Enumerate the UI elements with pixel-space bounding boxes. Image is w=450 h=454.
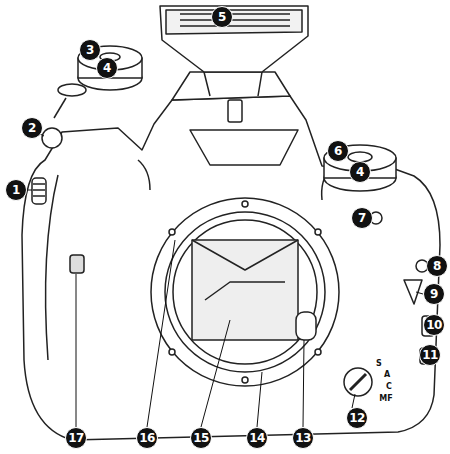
callout-number: 15 bbox=[190, 427, 212, 449]
callout-number: 5 bbox=[211, 6, 233, 28]
callout-number: 2 bbox=[21, 117, 43, 139]
switch-mark: C bbox=[385, 383, 393, 391]
callout-number: 11 bbox=[419, 344, 441, 366]
switch-mark: A bbox=[383, 371, 391, 379]
switch-mark: MF bbox=[378, 395, 393, 403]
callout-number: 17 bbox=[65, 427, 87, 449]
callout-number: 8 bbox=[426, 255, 448, 277]
callout-number: 14 bbox=[246, 427, 268, 449]
callout-number: 16 bbox=[136, 427, 158, 449]
callout-number: 1 bbox=[5, 179, 27, 201]
callout-number: 4 bbox=[96, 57, 118, 79]
callout-number: 6 bbox=[327, 140, 349, 162]
callout-number: 4 bbox=[349, 161, 371, 183]
callout-number: 12 bbox=[346, 407, 368, 429]
callout-number: 3 bbox=[79, 39, 101, 61]
switch-mark: S bbox=[375, 360, 383, 368]
callout-number: 10 bbox=[423, 314, 445, 336]
callout-number: 13 bbox=[292, 427, 314, 449]
callout-number: 9 bbox=[423, 283, 445, 305]
callout-number: 7 bbox=[351, 207, 373, 229]
